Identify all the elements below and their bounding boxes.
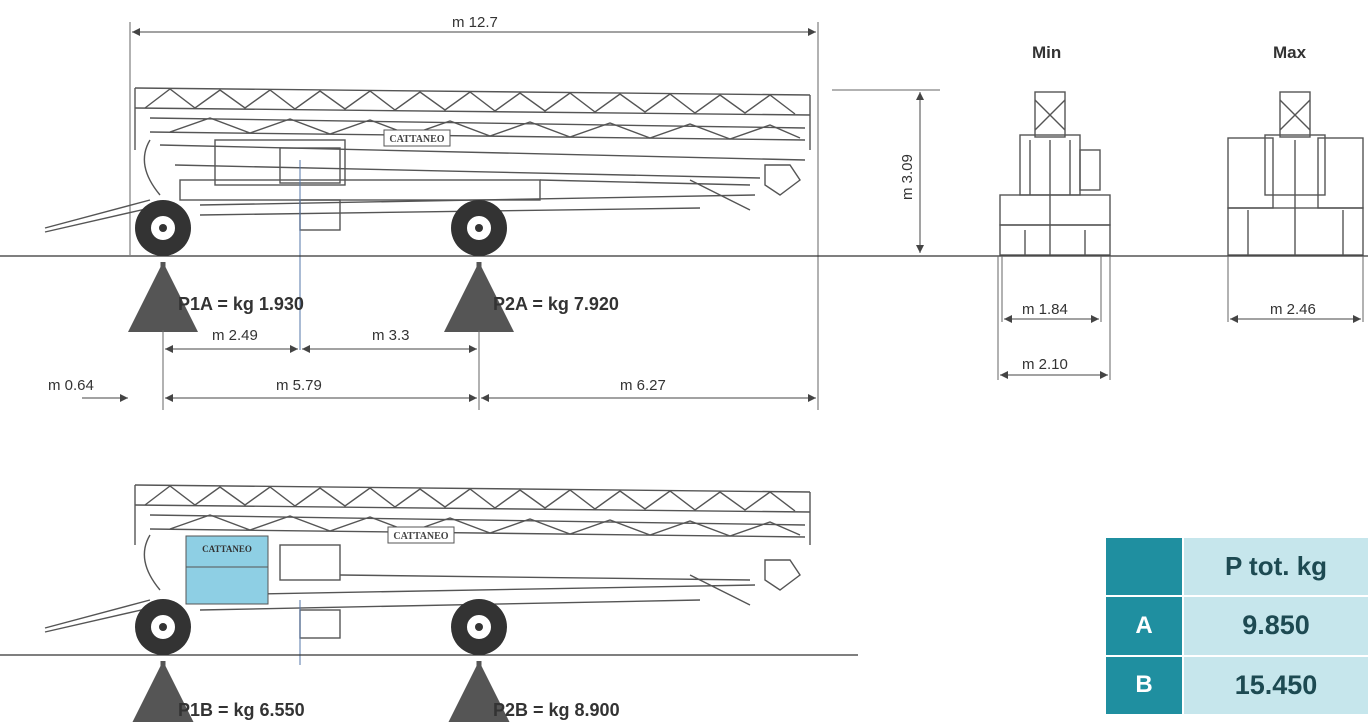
side-view-config-a: m 12.7 m 3.09 CATTANEO bbox=[0, 14, 1368, 410]
ballast-block bbox=[185, 535, 269, 605]
height-label: m 3.09 bbox=[899, 154, 916, 200]
max-view-title: Max bbox=[1273, 43, 1307, 62]
weight-row-label: B bbox=[1106, 656, 1184, 716]
overall-length-label: m 12.7 bbox=[452, 14, 498, 31]
side-view-config-b: CATTANEO CATTANEO P1B = kg 6.550 P2B = k… bbox=[0, 484, 858, 722]
end-view-min: Min m 1.84 m 2.10 bbox=[997, 43, 1111, 380]
p2a-label: P2A = kg 7.920 bbox=[493, 294, 619, 314]
track-max-label: m 2.46 bbox=[1270, 301, 1316, 318]
weight-table-row: A 9.850 bbox=[1106, 597, 1368, 657]
weight-row-value: 15.450 bbox=[1184, 656, 1368, 716]
brand-plate bbox=[383, 129, 451, 147]
dim-axle-ballast-label: m 2.49 bbox=[212, 327, 258, 344]
p1a-label: P1A = kg 1.930 bbox=[178, 294, 304, 314]
front-wheel-a bbox=[135, 200, 191, 256]
p2b-label: P2B = kg 8.900 bbox=[493, 700, 620, 720]
total-weight-table: P tot. kg A 9.850 B 15.450 bbox=[1106, 538, 1368, 716]
chassis bbox=[44, 139, 801, 233]
track-min-inner-label: m 1.84 bbox=[1022, 301, 1068, 318]
dim-rear-overhang-label: m 6.27 bbox=[620, 377, 666, 394]
dim-front-overhang-label: m 0.64 bbox=[48, 377, 94, 394]
front-wheel-b bbox=[135, 599, 191, 655]
jib-lattice bbox=[134, 87, 811, 179]
weight-table-row: B 15.450 bbox=[1106, 656, 1368, 716]
brand-text: CATTANEO bbox=[389, 134, 444, 145]
brand-plate-b bbox=[387, 526, 455, 544]
p1b-label: P1B = kg 6.550 bbox=[178, 700, 305, 720]
end-view-max: Max m 2.46 bbox=[1227, 43, 1364, 323]
ballast-brand-text: CATTANEO bbox=[202, 544, 252, 554]
weight-row-label: A bbox=[1106, 597, 1184, 657]
jib-lattice-b bbox=[44, 484, 811, 639]
rear-wheel-a bbox=[451, 200, 507, 256]
rear-wheel-b bbox=[451, 599, 507, 655]
weight-table-header: P tot. kg bbox=[1184, 538, 1368, 598]
weight-table-header-row: P tot. kg bbox=[1106, 538, 1368, 598]
min-view-title: Min bbox=[1032, 43, 1061, 62]
dim-wheelbase-label: m 5.79 bbox=[276, 377, 322, 394]
brand-text-b: CATTANEO bbox=[393, 531, 448, 542]
weight-row-value: 9.850 bbox=[1184, 597, 1368, 657]
weight-table-corner bbox=[1106, 538, 1184, 598]
dim-ballast-axle-label: m 3.3 bbox=[372, 327, 410, 344]
track-min-outer-label: m 2.10 bbox=[1022, 356, 1068, 373]
